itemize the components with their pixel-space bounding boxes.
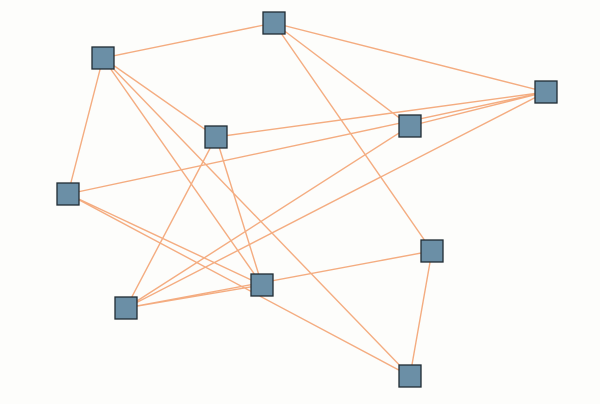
node-n9: [114, 296, 138, 320]
edge-n3-n5: [215, 91, 547, 138]
edge-n1-n4: [273, 22, 411, 127]
edge-n8-n9: [125, 284, 263, 309]
edge-n2-n8: [102, 57, 263, 286]
node-n8: [250, 273, 274, 297]
edge-n6-n8: [67, 193, 263, 286]
edge-n4-n9: [125, 125, 411, 309]
edge-n2-n6: [67, 57, 104, 195]
edge-n1-n2: [102, 22, 275, 59]
edges-layer: [67, 22, 547, 377]
node-n6: [56, 182, 80, 206]
node-n5: [204, 125, 228, 149]
node-n3: [534, 80, 558, 104]
edge-n6-n10: [67, 193, 411, 377]
node-n2: [91, 46, 115, 70]
edge-n2-n10: [102, 57, 411, 377]
edge-n7-n10: [409, 250, 433, 377]
edge-n1-n7: [273, 22, 433, 252]
edge-n1-n3: [273, 22, 547, 93]
edge-n3-n9: [125, 91, 547, 309]
edge-n5-n8: [215, 136, 263, 286]
edge-n3-n6: [67, 91, 547, 195]
edge-n3-n4: [409, 91, 547, 127]
edge-n9-n5: [125, 136, 217, 309]
node-n4: [398, 114, 422, 138]
nodes-layer: [56, 11, 558, 388]
node-n7: [420, 239, 444, 263]
node-n1: [262, 11, 286, 35]
edge-n7-n9: [125, 250, 433, 309]
edge-n2-n5: [102, 57, 217, 138]
node-n10: [398, 364, 422, 388]
